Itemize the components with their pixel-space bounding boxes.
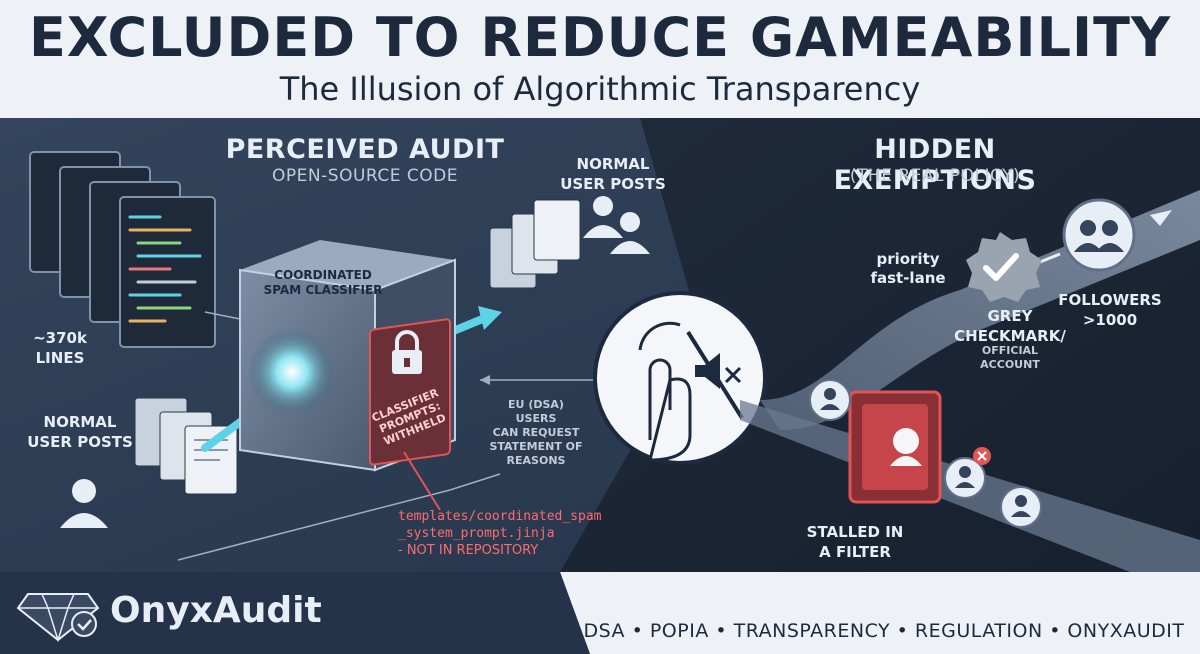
- lines-count-unit: LINES: [35, 349, 85, 367]
- official-line-2: ACCOUNT: [980, 358, 1040, 371]
- perceived-audit-heading: PERCEIVED AUDIT: [225, 134, 505, 165]
- classifier-label-line-2: SPAM CLASSIFIER: [263, 283, 383, 297]
- official-line-1: OFFICIAL: [981, 344, 1039, 357]
- official-account-label: OFFICIAL ACCOUNT: [960, 344, 1060, 372]
- normal-posts-top-line-1: NORMAL: [576, 155, 650, 173]
- priority-line-2: fast-lane: [870, 269, 946, 287]
- dsa-note: EU (DSA) USERS CAN REQUEST STATEMENT OF …: [486, 398, 586, 468]
- lines-count-label: ~370k LINES: [25, 328, 95, 368]
- hidden-exemptions-heading: HIDDEN EXEMPTIONS: [833, 134, 1037, 196]
- stalled-line-1: STALLED IN: [806, 523, 904, 541]
- document-icon: [134, 397, 238, 495]
- document-icon: [489, 199, 581, 289]
- followers-line-2: >1000: [1082, 311, 1138, 329]
- priority-fast-lane-label: priority fast-lane: [858, 250, 958, 288]
- stalled-line-2: A FILTER: [819, 543, 891, 561]
- shush-mute-icon: [593, 291, 767, 465]
- followers-line-1: FOLLOWERS: [1058, 291, 1162, 309]
- user-icon: [60, 479, 108, 528]
- normal-posts-line-2: USER POSTS: [27, 433, 133, 451]
- classifier-label-line-1: COORDINATED: [274, 268, 372, 282]
- followers-label: FOLLOWERS >1000: [1050, 290, 1170, 330]
- stalled-label: STALLED IN A FILTER: [795, 522, 915, 562]
- lines-count-value: ~370k: [33, 329, 87, 347]
- dsa-note-line-4: REASONS: [506, 454, 566, 467]
- classifier-label: COORDINATED SPAM CLASSIFIER: [258, 268, 388, 298]
- dsa-note-line-1: EU (DSA) USERS: [508, 398, 564, 425]
- page-subtitle: The Illusion of Algorithmic Transparency: [279, 70, 921, 108]
- page-title: EXCLUDED TO REDUCE GAMEABILITY: [28, 6, 1172, 69]
- checkmark-line-2: CHECKMARK/: [954, 327, 1066, 345]
- priority-line-1: priority: [876, 250, 940, 268]
- verified-badge-icon: [966, 232, 1042, 302]
- filter-gate: [848, 390, 942, 504]
- checkmark-line-1: GREY: [987, 307, 1033, 325]
- normal-user-posts-left: NORMAL USER POSTS: [10, 412, 150, 452]
- user-icon: [809, 379, 1042, 528]
- footer-bar: [0, 572, 1200, 654]
- diamond-logo-icon: [16, 593, 100, 643]
- users-icon: [583, 196, 650, 254]
- dsa-note-line-2: CAN REQUEST: [492, 426, 580, 439]
- users-icon: [1062, 198, 1136, 272]
- footer-tags: DSA • POPIA • TRANSPARENCY • REGULATION …: [583, 620, 1185, 642]
- header: EXCLUDED TO REDUCE GAMEABILITY The Illus…: [0, 0, 1200, 118]
- perceived-audit-subheading: OPEN-SOURCE CODE: [272, 166, 458, 186]
- brand-name: OnyxAudit: [110, 590, 322, 631]
- template-path-line-2: _system_prompt.jinja: [398, 526, 555, 541]
- code-window-icon: [29, 151, 216, 348]
- normal-posts-line-1: NORMAL: [43, 413, 117, 431]
- normal-user-posts-top: NORMAL USER POSTS: [548, 154, 678, 194]
- grey-checkmark-label: GREY CHECKMARK/: [950, 306, 1070, 346]
- normal-posts-top-line-2: USER POSTS: [560, 175, 666, 193]
- spam-classifier-cube: [239, 240, 456, 472]
- dsa-note-line-3: STATEMENT OF: [489, 440, 583, 453]
- template-path-note: templates/coordinated_spam _system_promp…: [398, 508, 628, 559]
- pointer-line: [403, 451, 441, 511]
- template-path-line-1: templates/coordinated_spam: [398, 509, 602, 524]
- lock-icon: [392, 330, 422, 374]
- main-diagram: [0, 118, 1200, 572]
- hidden-exemptions-subheading: (THE REAL POLICY): [849, 166, 1021, 186]
- template-path-line-3: - NOT IN REPOSITORY: [398, 543, 539, 558]
